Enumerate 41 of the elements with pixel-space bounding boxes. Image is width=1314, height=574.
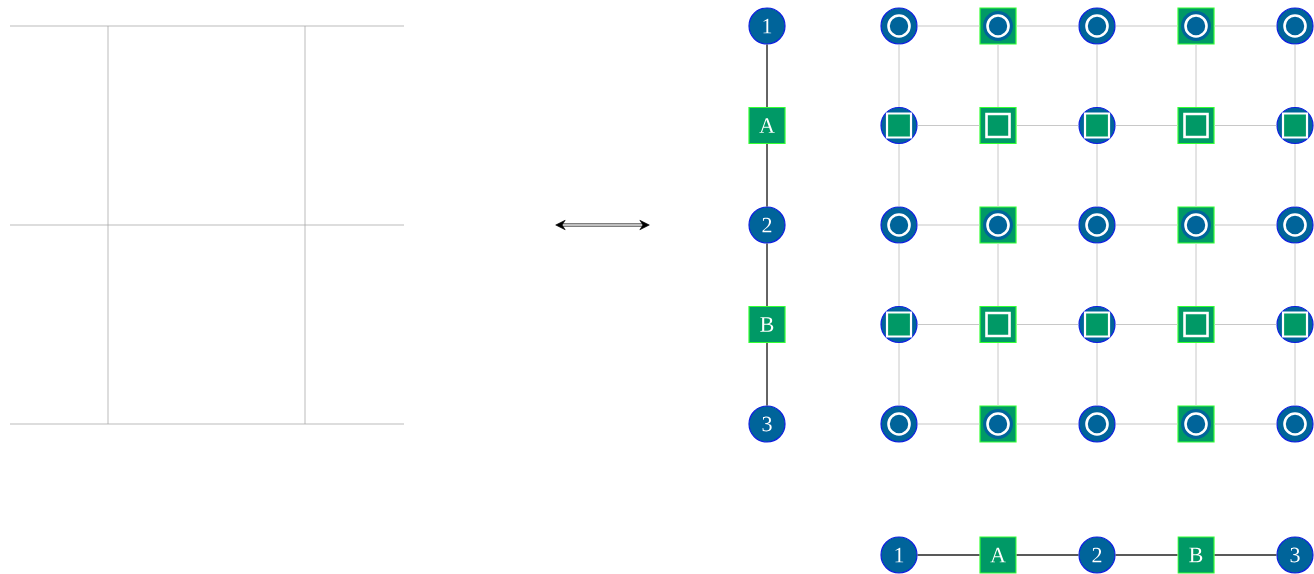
connector-line [766, 342, 768, 407]
circle-with-square [1276, 305, 1314, 344]
connector-line [1214, 324, 1277, 325]
ringed-circle [1078, 206, 1116, 244]
connector-line [1115, 125, 1178, 126]
connector-line [1214, 125, 1277, 126]
connector-line [916, 554, 981, 556]
ringed-square [979, 206, 1017, 244]
framed-square [979, 305, 1017, 344]
circle-with-square [1276, 106, 1314, 145]
ringed-circle [880, 206, 918, 244]
lettered-square: B [748, 305, 786, 344]
connector-line [766, 43, 768, 108]
ringed-circle [1276, 206, 1314, 244]
lettered-square: A [748, 106, 786, 145]
framed-square [979, 106, 1017, 145]
ringed-circle [880, 405, 918, 443]
ringed-circle [1276, 7, 1314, 45]
ringed-circle [1078, 7, 1116, 45]
ringed-circle [1078, 405, 1116, 443]
connector-line [1016, 125, 1079, 126]
connector-line [1016, 324, 1079, 325]
ringed-square [1177, 405, 1215, 443]
connector-line [917, 324, 980, 325]
connector-line [1015, 554, 1080, 556]
ringed-square [1177, 7, 1215, 45]
connector-line [766, 143, 768, 208]
ringed-square [979, 7, 1017, 45]
lettered-square: B [1177, 536, 1215, 574]
connector-line [1115, 324, 1178, 325]
connector-line [1114, 554, 1179, 556]
connector-line [1213, 554, 1278, 556]
framed-square [1177, 305, 1215, 344]
connector-line [766, 242, 768, 307]
ringed-circle [1276, 405, 1314, 443]
framed-square [1177, 106, 1215, 145]
ringed-circle [880, 7, 918, 45]
ringed-square [1177, 206, 1215, 244]
lettered-square: A [979, 536, 1017, 574]
connector-line [917, 125, 980, 126]
ringed-square [979, 405, 1017, 443]
